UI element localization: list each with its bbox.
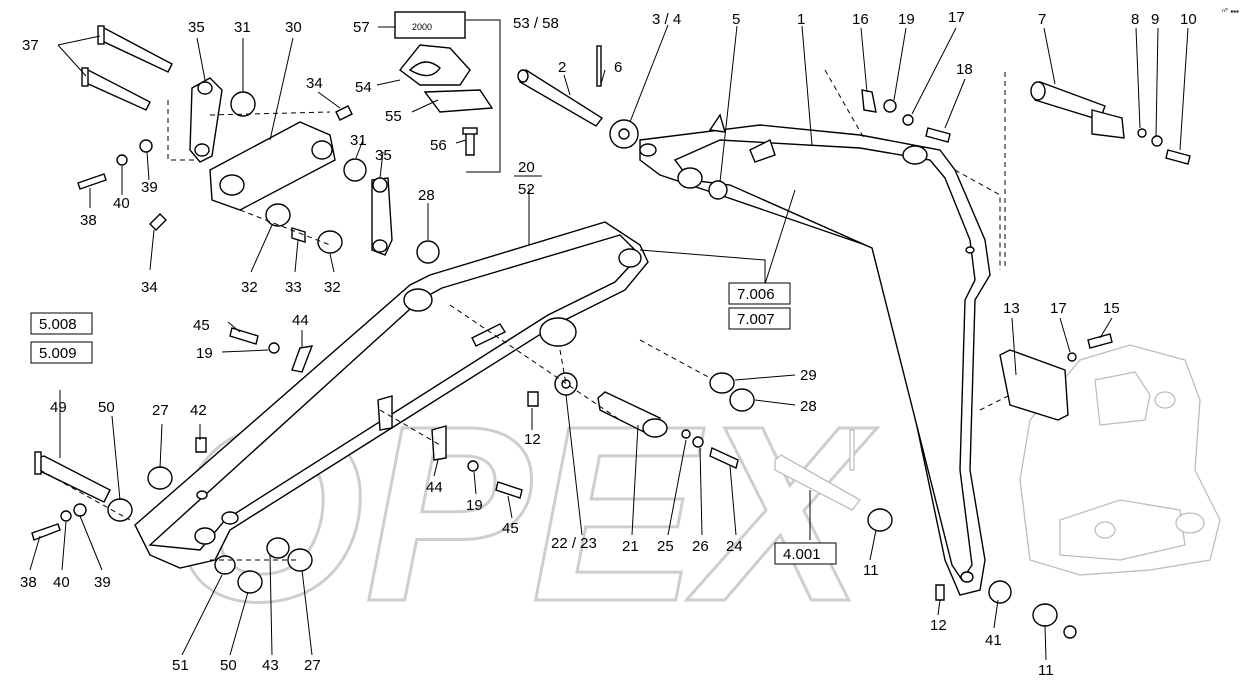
callout-45a[interactable]: 45 xyxy=(193,317,210,334)
callout-39a[interactable]: 39 xyxy=(141,179,158,196)
callout-12a[interactable]: 12 xyxy=(524,431,541,448)
callout-51[interactable]: 51 xyxy=(172,657,189,674)
callout-18[interactable]: 18 xyxy=(956,61,973,78)
callout-34b[interactable]: 34 xyxy=(141,279,158,296)
link-group xyxy=(77,25,440,264)
corner-mark: ⁿ° ▪▪▪ xyxy=(1222,7,1239,16)
ref-7006-label: 7.006 xyxy=(737,286,775,303)
callout-43[interactable]: 43 xyxy=(262,657,279,674)
callout-45b[interactable]: 45 xyxy=(502,520,519,537)
ref-5008-label: 5.008 xyxy=(39,316,77,333)
callout-11a[interactable]: 11 xyxy=(863,562,879,579)
callout-17a[interactable]: 17 xyxy=(948,9,965,26)
ref-box-5008-group: 5.008 5.009 xyxy=(30,312,93,364)
callout-9[interactable]: 9 xyxy=(1151,11,1159,28)
ref-box-5008[interactable] xyxy=(30,312,93,335)
ref-4001-label: 4.001 xyxy=(783,546,821,563)
callout-19c[interactable]: 19 xyxy=(466,497,483,514)
ref-box-4001[interactable] xyxy=(774,542,837,565)
callout-5[interactable]: 5 xyxy=(732,11,740,28)
callout-28b[interactable]: 28 xyxy=(800,398,817,415)
callout-8[interactable]: 8 xyxy=(1131,11,1139,28)
callout-32b[interactable]: 32 xyxy=(324,279,341,296)
ref-box-7007[interactable] xyxy=(728,307,791,330)
callout-15[interactable]: 15 xyxy=(1103,300,1120,317)
callout-57[interactable]: 57 xyxy=(353,19,370,36)
ref-7007-label: 7.007 xyxy=(737,311,775,328)
plate-label: 2000 xyxy=(412,22,432,32)
callout-49[interactable]: 49 xyxy=(50,399,67,416)
swing-bracket xyxy=(1019,344,1221,576)
callout-12b[interactable]: 12 xyxy=(930,617,947,634)
ref-box-7006-group: 7.006 7.007 xyxy=(728,282,791,330)
callout-42[interactable]: 42 xyxy=(190,402,207,419)
callout-6[interactable]: 6 xyxy=(614,59,622,76)
callout-3-4[interactable]: 3 / 4 xyxy=(652,11,681,28)
callout-44b[interactable]: 44 xyxy=(426,479,443,496)
callout-39b[interactable]: 39 xyxy=(94,574,111,591)
callout-50b[interactable]: 50 xyxy=(220,657,237,674)
callout-50a[interactable]: 50 xyxy=(98,399,115,416)
callout-24[interactable]: 24 xyxy=(726,538,743,555)
callout-1[interactable]: 1 xyxy=(797,11,805,28)
callout-54[interactable]: 54 xyxy=(355,79,372,96)
callout-25[interactable]: 25 xyxy=(657,538,674,555)
callout-2[interactable]: 2 xyxy=(558,59,566,76)
ref-box-5009[interactable] xyxy=(30,341,93,364)
callout-33[interactable]: 33 xyxy=(285,279,302,296)
callout-35a[interactable]: 35 xyxy=(188,19,205,36)
callout-40b[interactable]: 40 xyxy=(53,574,70,591)
callout-34a[interactable]: 34 xyxy=(306,75,323,92)
ref-20-label: 20 xyxy=(518,159,535,176)
hardware xyxy=(31,45,1191,639)
ref-5009-label: 5.009 xyxy=(39,345,77,362)
callout-29[interactable]: 29 xyxy=(800,367,817,384)
plate-group: 2000 xyxy=(394,11,494,156)
assembly-lines xyxy=(39,69,1011,561)
callout-31b[interactable]: 31 xyxy=(350,132,367,149)
callout-55[interactable]: 55 xyxy=(385,108,402,125)
callout-37[interactable]: 37 xyxy=(22,37,39,54)
callout-28a[interactable]: 28 xyxy=(418,187,435,204)
callout-19b[interactable]: 19 xyxy=(196,345,213,362)
leader-lines xyxy=(29,19,1189,661)
ref-20-52: 20 52 xyxy=(514,159,542,198)
callout-27b[interactable]: 27 xyxy=(304,657,321,674)
callout-7[interactable]: 7 xyxy=(1038,11,1046,28)
ref-box-7006[interactable] xyxy=(728,282,791,305)
callout-56[interactable]: 56 xyxy=(430,137,447,154)
callouts: 1 2 3 / 4 5 6 7 8 9 10 11 11 12 12 13 15… xyxy=(20,9,1197,679)
callout-27a[interactable]: 27 xyxy=(152,402,169,419)
callout-10[interactable]: 10 xyxy=(1180,11,1197,28)
callout-30[interactable]: 30 xyxy=(285,19,302,36)
callout-38a[interactable]: 38 xyxy=(80,212,97,229)
callout-31a[interactable]: 31 xyxy=(234,19,251,36)
callout-32a[interactable]: 32 xyxy=(241,279,258,296)
left-arm xyxy=(134,221,649,569)
callout-44a[interactable]: 44 xyxy=(292,312,309,329)
callout-17b[interactable]: 17 xyxy=(1050,300,1067,317)
callout-38b[interactable]: 38 xyxy=(20,574,37,591)
callout-40a[interactable]: 40 xyxy=(113,195,130,212)
callout-11b[interactable]: 11 xyxy=(1038,662,1054,679)
ref-52-label: 52 xyxy=(518,181,535,198)
ref-box-4001-group: 4.001 xyxy=(774,542,837,565)
callout-21[interactable]: 21 xyxy=(622,538,639,555)
callout-53-58[interactable]: 53 / 58 xyxy=(513,15,559,32)
callout-13[interactable]: 13 xyxy=(1003,300,1020,317)
callout-35b[interactable]: 35 xyxy=(375,147,392,164)
callout-41[interactable]: 41 xyxy=(985,632,1002,649)
callout-16[interactable]: 16 xyxy=(852,11,869,28)
callout-19a[interactable]: 19 xyxy=(898,11,915,28)
right-boom xyxy=(639,113,991,596)
callout-26[interactable]: 26 xyxy=(692,538,709,555)
callout-22-23[interactable]: 22 / 23 xyxy=(551,535,597,552)
